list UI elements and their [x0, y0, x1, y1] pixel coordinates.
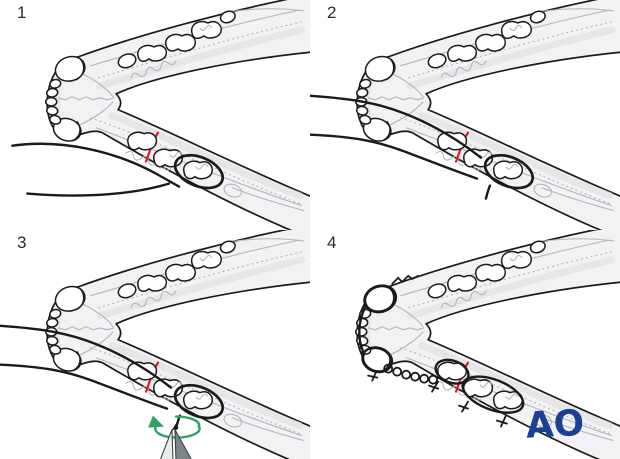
twister-instrument	[159, 423, 192, 459]
twisted-pigtail-1	[367, 370, 379, 382]
step-panel-3: 3	[0, 230, 310, 459]
mandible-illustration-step2	[310, 0, 620, 230]
step-number: 2	[327, 3, 337, 22]
step-panel-2: 2	[310, 0, 620, 230]
ao-logo: AO	[525, 402, 585, 446]
mandible-illustration-step3	[0, 230, 310, 459]
twisted-pigtail-3	[458, 400, 469, 413]
step-number: 4	[327, 232, 337, 252]
wire-coil-chain	[383, 363, 438, 385]
step-panel-4: 4	[310, 230, 620, 459]
twisted-pigtail-canine	[391, 274, 420, 285]
mandible-illustration-step4: AO	[310, 230, 620, 459]
rotation-arrow-icon	[148, 414, 201, 439]
step-panel-1: 1	[0, 0, 310, 230]
step-number: 1	[17, 3, 27, 22]
step-number: 3	[17, 232, 27, 252]
twisted-pigtail-2	[428, 380, 439, 393]
wire-overlay-step1	[11, 142, 229, 197]
wire-overlay-step4	[358, 274, 525, 427]
twisted-pigtail-4	[496, 414, 508, 427]
mandible-illustration-step1	[11, 0, 310, 230]
